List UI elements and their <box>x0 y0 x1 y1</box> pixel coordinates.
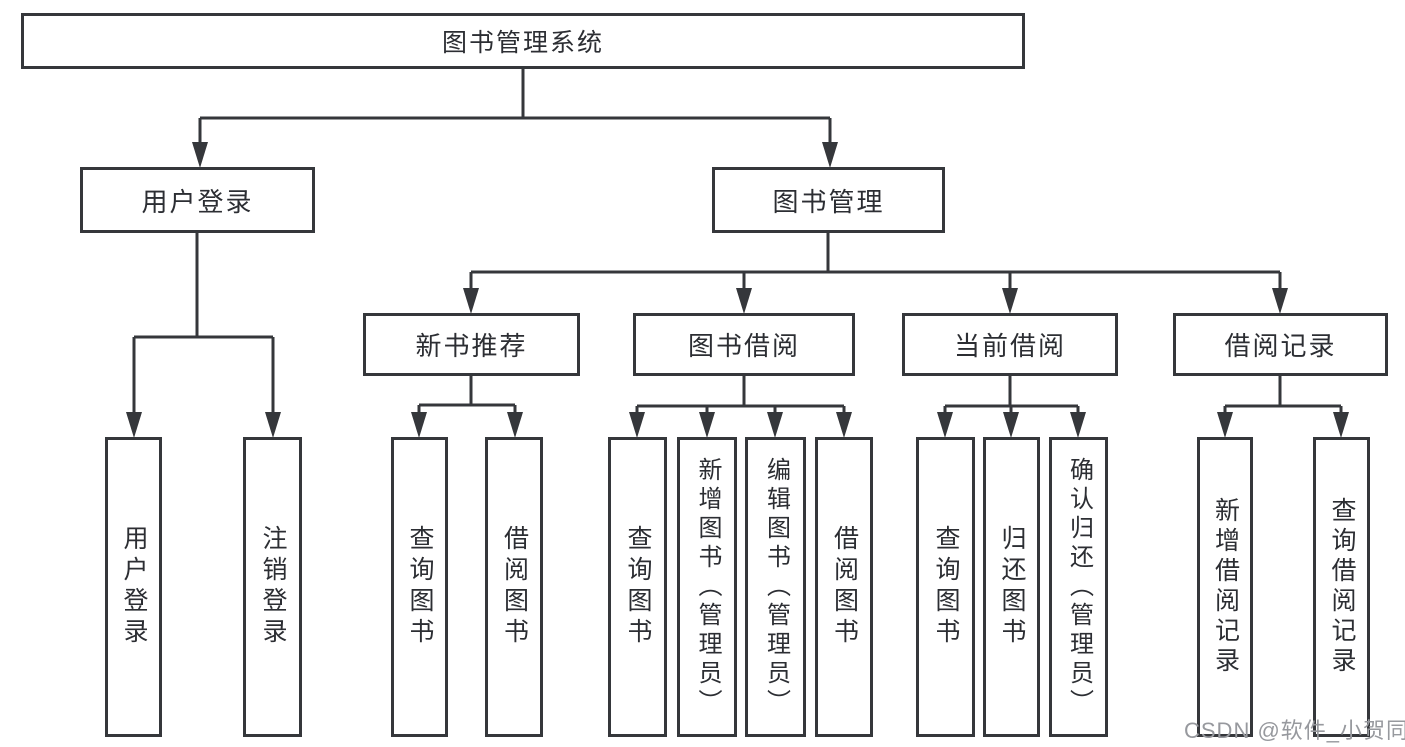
node-bb-borrow-books: 借阅图书 <box>815 437 873 737</box>
node-rec-query-books: 查询图书 <box>391 437 448 737</box>
node-br-query-record: 查询借阅记录 <box>1313 437 1370 737</box>
node-user-login: 用户登录 <box>80 167 315 233</box>
node-book-management: 图书管理 <box>712 167 945 233</box>
node-root-label: 图书管理系统 <box>441 29 604 57</box>
node-root: 图书管理系统 <box>21 13 1025 69</box>
node-br-add-record-label: 新增借阅记录 <box>1211 497 1240 677</box>
node-new-book-recommend-label: 新书推荐 <box>415 331 528 361</box>
node-bb-query-books-label: 查询图书 <box>624 525 652 649</box>
node-cb-query-books-label: 查询图书 <box>932 525 960 649</box>
node-book-borrowing: 图书借阅 <box>633 313 855 376</box>
node-rec-borrow-books-label: 借阅图书 <box>500 525 529 649</box>
node-logout-label: 注销登录 <box>259 525 287 649</box>
node-borrowing-records-label: 借阅记录 <box>1224 331 1337 361</box>
watermark: CSDN @软件_小贺同学 <box>1184 718 1405 743</box>
node-br-add-record: 新增借阅记录 <box>1197 437 1253 737</box>
node-cb-confirm-return: 确认归还（管理员） <box>1049 437 1108 737</box>
node-user-login-label: 用户登录 <box>141 186 254 217</box>
node-rec-query-books-label: 查询图书 <box>406 525 434 649</box>
node-login: 用户登录 <box>105 437 162 737</box>
node-rec-borrow-books: 借阅图书 <box>485 437 543 737</box>
node-cb-query-books: 查询图书 <box>916 437 975 737</box>
node-bb-query-books: 查询图书 <box>608 437 667 737</box>
node-cb-confirm-return-label: 确认归还（管理员） <box>1065 456 1093 718</box>
node-login-label: 用户登录 <box>120 525 148 649</box>
node-borrowing-records: 借阅记录 <box>1173 313 1388 376</box>
node-bb-edit-books-label: 编辑图书（管理员） <box>762 456 790 718</box>
node-logout: 注销登录 <box>243 437 302 737</box>
node-bb-borrow-books-label: 借阅图书 <box>830 525 859 649</box>
node-current-borrowing-label: 当前借阅 <box>953 331 1066 361</box>
node-book-borrowing-label: 图书借阅 <box>687 331 800 361</box>
node-new-book-recommend: 新书推荐 <box>363 313 580 376</box>
node-br-query-record-label: 查询借阅记录 <box>1328 497 1356 677</box>
node-bb-add-books-label: 新增图书（管理员） <box>694 456 721 718</box>
node-bb-add-books: 新增图书（管理员） <box>677 437 737 737</box>
node-bb-edit-books: 编辑图书（管理员） <box>745 437 806 737</box>
node-cb-return-books-label: 归还图书 <box>998 525 1026 649</box>
node-book-management-label: 图书管理 <box>772 186 885 217</box>
node-current-borrowing: 当前借阅 <box>902 313 1118 376</box>
node-cb-return-books: 归还图书 <box>983 437 1040 737</box>
arrowhead-icons <box>126 142 1349 438</box>
